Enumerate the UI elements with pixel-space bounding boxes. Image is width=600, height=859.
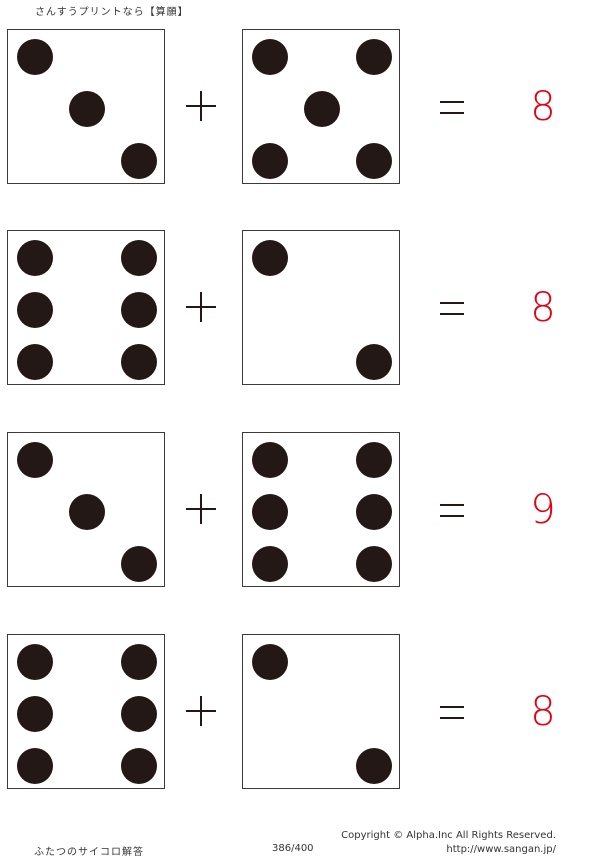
pip-dot-icon — [17, 696, 53, 732]
problem-row: 8 — [0, 634, 600, 792]
pip-dot-icon — [17, 344, 53, 380]
pip-dot-icon — [17, 39, 53, 75]
pip-dot-icon — [252, 644, 288, 680]
equals-sign-icon — [440, 302, 464, 318]
copyright-block: Copyright © Alpha.Inc All Rights Reserve… — [341, 829, 556, 857]
pip-dot-icon — [121, 696, 157, 732]
problem-row: 9 — [0, 432, 600, 590]
pip-dot-icon — [121, 344, 157, 380]
pip-dot-icon — [252, 39, 288, 75]
pip-dot-icon — [121, 644, 157, 680]
pip-dot-icon — [17, 292, 53, 328]
pip-dot-icon — [121, 546, 157, 582]
answer-value: 8 — [530, 285, 556, 331]
pip-dot-icon — [69, 91, 105, 127]
pip-dot-icon — [356, 748, 392, 784]
equals-sign-icon — [440, 101, 464, 117]
pip-dot-icon — [17, 240, 53, 276]
pip-dot-icon — [356, 344, 392, 380]
worksheet-title: ふたつのサイコロ解答 — [34, 847, 144, 858]
pip-dot-icon — [356, 39, 392, 75]
header-title: さんすうプリントなら【算願】 — [35, 7, 189, 18]
die-right — [242, 29, 400, 184]
pip-dot-icon — [121, 748, 157, 784]
answer-value: 8 — [530, 689, 556, 735]
pip-dot-icon — [121, 292, 157, 328]
pip-dot-icon — [17, 748, 53, 784]
answer-value: 8 — [530, 84, 556, 130]
pip-dot-icon — [356, 546, 392, 582]
pip-dot-icon — [252, 240, 288, 276]
problem-row: 8 — [0, 230, 600, 388]
pip-dot-icon — [121, 143, 157, 179]
pip-dot-icon — [356, 143, 392, 179]
pip-dot-icon — [356, 494, 392, 530]
problem-row: 8 — [0, 29, 600, 187]
pip-dot-icon — [304, 91, 340, 127]
die-right — [242, 230, 400, 385]
equals-sign-icon — [440, 706, 464, 722]
pip-dot-icon — [252, 143, 288, 179]
die-left — [7, 230, 165, 385]
copyright-text: Copyright © Alpha.Inc All Rights Reserve… — [341, 830, 556, 841]
die-right — [242, 432, 400, 587]
die-left — [7, 634, 165, 789]
die-right — [242, 634, 400, 789]
page-number: 386/400 — [272, 843, 314, 854]
pip-dot-icon — [252, 494, 288, 530]
pip-dot-icon — [252, 442, 288, 478]
die-left — [7, 432, 165, 587]
pip-dot-icon — [252, 546, 288, 582]
pip-dot-icon — [69, 494, 105, 530]
pip-dot-icon — [17, 644, 53, 680]
equals-sign-icon — [440, 504, 464, 520]
answer-value: 9 — [530, 487, 556, 533]
die-left — [7, 29, 165, 184]
pip-dot-icon — [121, 240, 157, 276]
site-url[interactable]: http://www.sangan.jp/ — [446, 844, 556, 855]
pip-dot-icon — [17, 442, 53, 478]
pip-dot-icon — [356, 442, 392, 478]
